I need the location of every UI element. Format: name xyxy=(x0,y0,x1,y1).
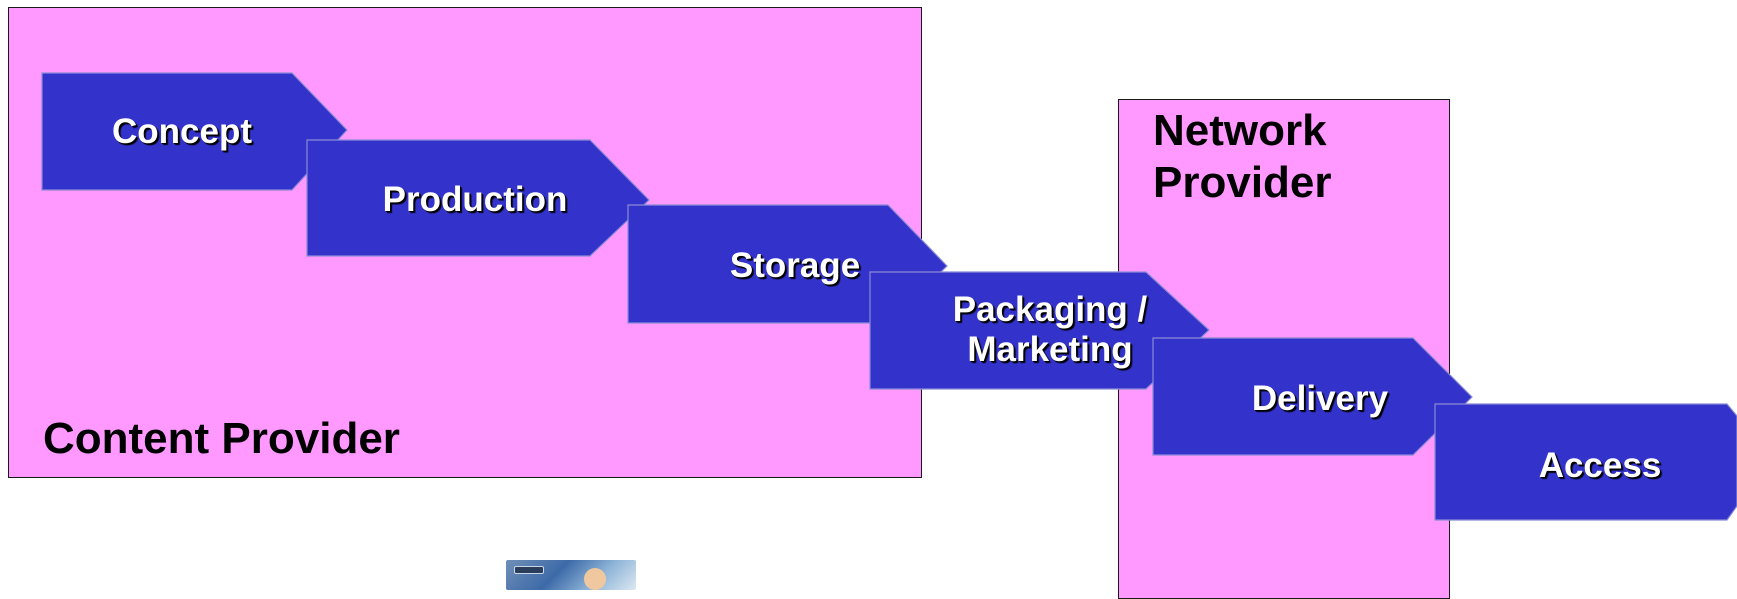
stage-label-packaging-marketing: Packaging / Marketing xyxy=(952,290,1148,369)
stage-label-delivery: Delivery xyxy=(1251,379,1389,418)
video-screenshot-thumbnail xyxy=(506,560,636,590)
stage-label-access: Access xyxy=(1538,446,1662,485)
stage-label-storage: Storage xyxy=(729,246,861,285)
stage-label-production: Production xyxy=(382,180,568,219)
stage-chevron-production xyxy=(306,139,650,257)
value-chain-diagram xyxy=(41,72,1737,521)
stage-label-concept: Concept xyxy=(112,112,252,151)
stage-chevron-access xyxy=(1434,403,1737,521)
content-provider-label: Content Provider xyxy=(43,414,400,463)
network-provider-label: Network Provider xyxy=(1153,106,1332,207)
